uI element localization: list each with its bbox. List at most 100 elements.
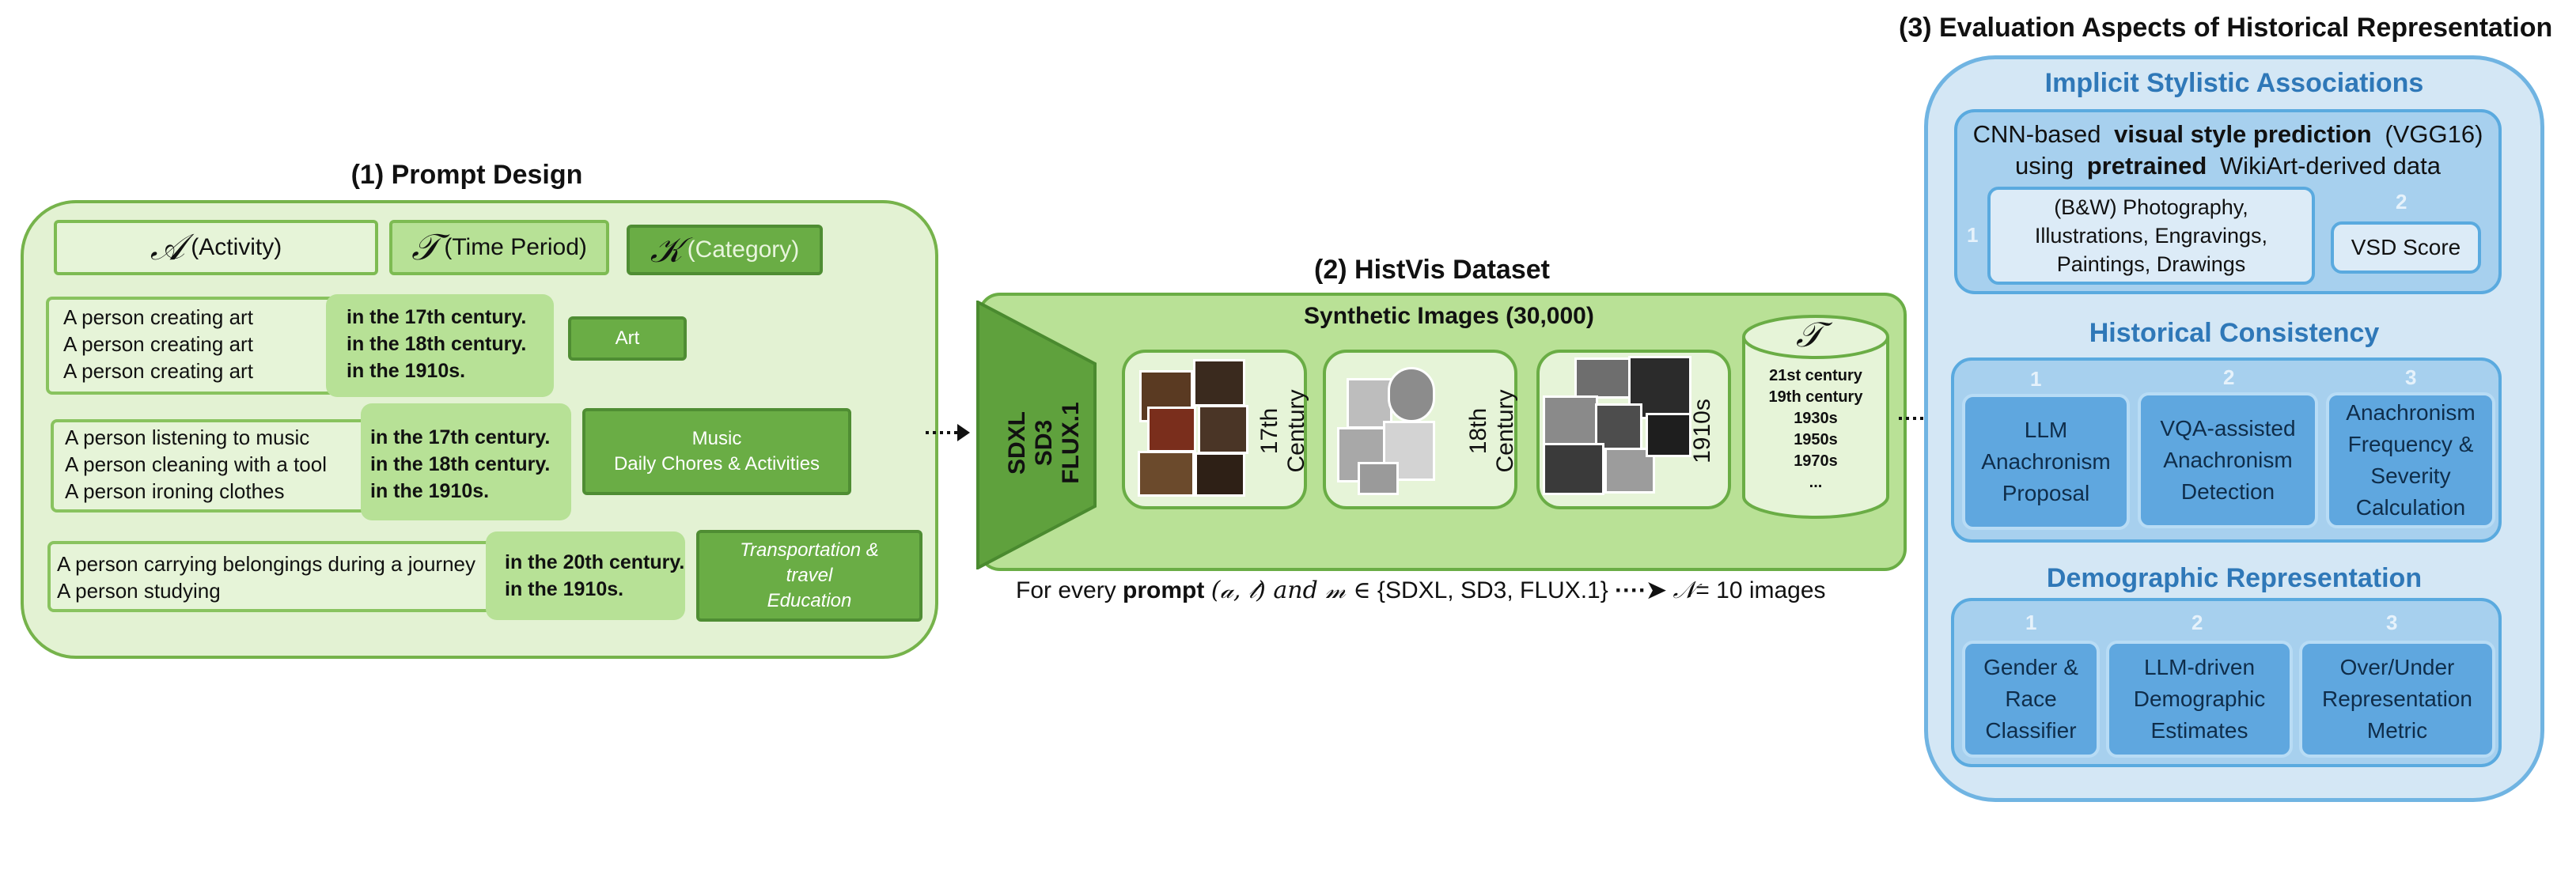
time-text: in the 17th century. [370, 426, 551, 448]
histvis-dataset-title: (2) HistVis Dataset [1314, 255, 1550, 285]
time-box-3: in the 20th century. in the 1910s. [486, 531, 685, 620]
method-text: Frequency & [2347, 432, 2474, 456]
prompt-list-1: A person creating art A person creating … [63, 304, 253, 384]
method-text: Calculation [2355, 495, 2466, 520]
category-text: Education [767, 590, 852, 611]
vsd-score-text: VSD Score [2351, 235, 2461, 259]
llm-demographic-estimates-box: LLM-driven Demographic Estimates [2106, 641, 2293, 758]
engraving-thumbnail [1388, 367, 1435, 422]
prompt-text: A person studying [57, 579, 221, 603]
category-text: Art [615, 327, 640, 349]
method-text: Estimates [2150, 718, 2248, 743]
category-box-2: Music Daily Chores & Activities [582, 408, 851, 495]
painting-thumbnail [1198, 405, 1248, 454]
vsd-score-box: VSD Score [2331, 221, 2481, 274]
time-period-header: 𝒯 (Time Period) [389, 220, 609, 275]
period-item: 21st century [1769, 367, 1862, 384]
prompt-text: A person listening to music [65, 426, 310, 449]
painting-thumbnail [1147, 407, 1196, 452]
painting-thumbnail [1138, 451, 1195, 497]
category-label: (Category) [687, 236, 800, 263]
prompt-list-2: A person listening to music A person cle… [65, 424, 327, 505]
painting-thumbnail [1195, 452, 1245, 497]
method-text: VQA-assisted [2160, 416, 2296, 441]
time-text: in the 18th century. [370, 453, 551, 475]
item-number: 1 [2025, 611, 2037, 634]
activity-header: 𝒜 (Activity) [54, 220, 378, 275]
method-text: Metric [2366, 718, 2428, 743]
category-box-1: Art [568, 316, 687, 361]
category-box-3: Transportation & travel Education [696, 530, 922, 622]
model-trapezoid [976, 301, 1097, 569]
time-symbol: 𝒯 [411, 225, 440, 268]
style-categories-box: (B&W) Photography, Illustrations, Engrav… [1987, 187, 2315, 285]
category-header: 𝒦 (Category) [627, 225, 823, 275]
model-flux: FLUX.1 [1058, 402, 1084, 484]
caption-prompt: prompt [1123, 577, 1205, 603]
item-number: 2 [2191, 611, 2203, 634]
activity-label: (Activity) [191, 234, 282, 260]
period-item: 1950s [1794, 431, 1838, 448]
painting-thumbnail [1193, 359, 1245, 407]
prompt-group-2 [51, 419, 383, 513]
category-symbol: 𝒦 [650, 229, 683, 270]
implicit-text: CNN-based [1972, 120, 2108, 148]
caption-n-symbol: 𝒩 [1673, 577, 1696, 604]
activity-symbol: 𝒜 [150, 225, 185, 268]
item-number: 3 [2405, 365, 2417, 389]
implicit-text: (VGG16) [2377, 120, 2483, 148]
time-text: in the 18th century. [347, 333, 527, 355]
prompt-group-3 [47, 541, 498, 612]
method-text: Anachronism [2163, 448, 2293, 472]
representation-metric-box: Over/Under Representation Metric [2299, 641, 2495, 758]
style-category-text: (B&W) Photography, [2054, 195, 2248, 219]
time-period-cylinder [1742, 315, 1889, 519]
caption-model-set: {SDXL, SD3, FLUX.1} [1377, 577, 1608, 603]
caption-formula: (𝒶, 𝓉) and 𝓂 ∈ [1210, 577, 1371, 604]
prompt-design-title: (1) Prompt Design [350, 160, 583, 190]
method-text: Severity [2370, 463, 2451, 488]
model-sd3: SD3 [1031, 419, 1057, 467]
item-number: 1 [2030, 367, 2042, 391]
dataset-caption: For every prompt (𝒶, 𝓉) and 𝓂 ∈ {SDXL, S… [1016, 575, 1826, 607]
style-category-text: Paintings, Drawings [2056, 252, 2246, 276]
item-number: 2 [2396, 190, 2407, 214]
prompt-text: A person cleaning with a tool [65, 452, 327, 476]
item-number: 3 [2386, 611, 2398, 634]
prompt-text: A person creating art [63, 359, 253, 383]
method-text: Demographic [2133, 687, 2266, 711]
caption-arrow: ····➤ [1615, 577, 1667, 603]
anachronism-severity-box: Anachronism Frequency & Severity Calcula… [2326, 392, 2495, 528]
time-text: in the 1910s. [347, 360, 466, 382]
method-text: Proposal [2002, 481, 2090, 505]
period-item: 19th century [1768, 388, 1863, 406]
period-item: 1970s [1794, 452, 1838, 470]
prompt-list-3: A person carrying belongings during a jo… [57, 550, 475, 604]
implicit-heading: Implicit Stylistic Associations [2044, 68, 2424, 98]
photo-thumbnail [1543, 443, 1604, 495]
period-item: 1930s [1794, 410, 1838, 427]
method-text: Classifier [1985, 718, 2077, 743]
method-text: Race [2005, 687, 2057, 711]
style-category-text: Illustrations, Engravings, [2034, 224, 2268, 248]
implicit-text: WikiArt-derived data [2213, 152, 2442, 180]
period-item: ... [1809, 474, 1823, 491]
method-text: Gender & [1983, 655, 2078, 679]
time-box-2: in the 17th century. in the 18th century… [361, 403, 571, 520]
consistency-heading: Historical Consistency [2089, 318, 2380, 348]
evaluation-title: (3) Evaluation Aspects of Historical Rep… [1899, 13, 2553, 43]
card-label-text: 1910s [1689, 399, 1715, 463]
time-text: in the 20th century. [505, 551, 685, 573]
time-text: in the 17th century. [347, 306, 527, 328]
time-period-label: (Time Period) [444, 234, 587, 260]
model-sdxl: SDXL [1004, 411, 1030, 475]
method-text: LLM-driven [2143, 655, 2256, 679]
implicit-line1: CNN-based visual style prediction (VGG16… [1954, 120, 2502, 149]
implicit-line2: using pretrained WikiArt-derived data [1954, 152, 2502, 180]
prompt-text: A person creating art [63, 332, 253, 356]
model-labels: SDXL SD3 FLUX.1 [1004, 324, 1084, 562]
cylinder-time-symbol: 𝒯 [1796, 315, 1823, 355]
card-label-text: 17th Century [1256, 389, 1309, 473]
period-list: 21st century 19th century 1930s 1950s 19… [1741, 365, 1891, 494]
card-label-1910s: 1910s [1687, 368, 1718, 494]
